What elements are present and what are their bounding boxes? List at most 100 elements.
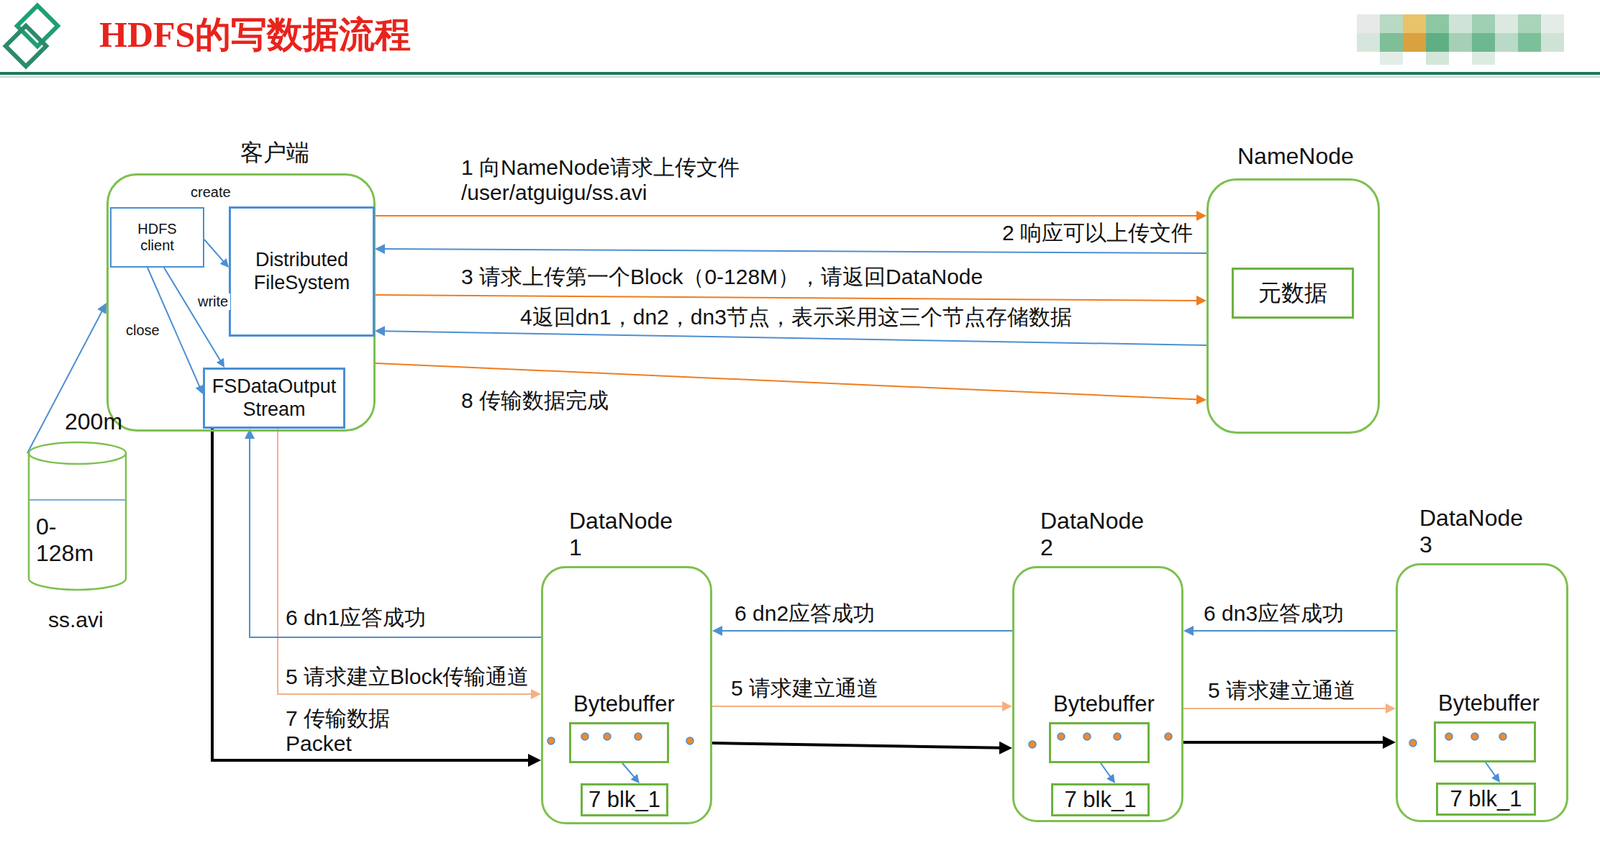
- logo-pixel: [1448, 33, 1472, 52]
- component-label: Distributed FileSystem: [235, 248, 369, 294]
- component-label: HDFS client: [128, 220, 187, 254]
- flow-connector: [1190, 630, 1396, 632]
- logo-pixel: [1471, 51, 1495, 65]
- node-heading: DataNode 2: [1040, 507, 1149, 562]
- packet-dot: [581, 733, 589, 741]
- flow-connector: [374, 294, 1200, 301]
- flow-connector: [1485, 762, 1497, 778]
- packet-dot: [1471, 733, 1479, 741]
- block-box: 7 blk_1: [1051, 783, 1150, 817]
- datanode-box: DataNode 2Bytebuffer7 blk_1: [1012, 566, 1184, 823]
- edge-label: 3 请求上传第一个Block（0-128M），请返回DataNode: [458, 264, 985, 290]
- cylinder-body: [28, 453, 126, 590]
- flow-connector: [212, 428, 532, 761]
- node-heading: DataNode 3: [1419, 505, 1528, 559]
- logo-pixel: [1379, 51, 1403, 65]
- block-box: 7 blk_1: [580, 783, 669, 817]
- header-rule: [0, 71, 1600, 75]
- logo-pixel: [1379, 14, 1403, 34]
- page-title: HDFS的写数据流程: [99, 14, 411, 57]
- flow-connector: [204, 239, 226, 264]
- logo-pixel: [1356, 14, 1380, 34]
- edge-label: 2 响应可以上传文件: [1000, 220, 1195, 247]
- packet-dot: [1164, 733, 1172, 741]
- packet-dot: [686, 737, 694, 745]
- buffer-box: Bytebuffer: [1048, 722, 1150, 764]
- packet-dot: [1083, 733, 1091, 741]
- datanode-box: DataNode 3Bytebuffer7 blk_1: [1395, 563, 1569, 823]
- stream-box: FSDataOutputStream: [202, 367, 346, 429]
- logo-pixel: [1471, 33, 1495, 52]
- flow-connector: [1183, 707, 1389, 710]
- block-range: 0-128m: [35, 513, 98, 567]
- edge-label: 6 dn3应答成功: [1201, 601, 1347, 627]
- packet-dot: [1499, 733, 1507, 741]
- namenode-box: NameNode元数据: [1206, 178, 1380, 434]
- packet-dot: [1445, 733, 1453, 741]
- block-label: 7 blk_1: [1064, 787, 1137, 813]
- flow-connector: [382, 248, 1207, 254]
- metadata-box: 元数据: [1231, 267, 1354, 319]
- flow-connector: [1183, 741, 1387, 744]
- logo-pixel: [1494, 33, 1518, 52]
- flow-connector: [712, 705, 1006, 708]
- packet-dot: [1409, 739, 1417, 747]
- logo-pixel: [1425, 14, 1449, 34]
- logo-pixel: [1379, 33, 1403, 52]
- logo-pixel: [1494, 14, 1518, 34]
- edge-label: 5 请求建立通道: [728, 676, 881, 702]
- buffer-box: Bytebuffer: [569, 722, 670, 764]
- buffer-heading: Bytebuffer: [1053, 691, 1155, 718]
- file-size: 200m: [64, 408, 123, 436]
- logo-pixel: [1425, 33, 1449, 52]
- flow-connector: [249, 435, 542, 638]
- flow-connector: [277, 428, 534, 695]
- block-label: 7 blk_1: [588, 787, 661, 813]
- logo-pixel: [1471, 14, 1495, 34]
- component-box: HDFS client: [110, 207, 205, 268]
- edge-label: 6 dn2应答成功: [732, 601, 877, 627]
- packet-dot: [1113, 733, 1121, 741]
- block-label: 7 blk_1: [1450, 786, 1523, 813]
- logo-pixel: [1541, 14, 1565, 34]
- component-box: Distributed FileSystem: [228, 206, 375, 337]
- edge-label: 6 dn1应答成功: [283, 605, 429, 631]
- packet-dot: [634, 733, 642, 741]
- logo-pixel: [1517, 33, 1542, 52]
- logo-pixel: [1402, 14, 1426, 34]
- file-cylinder: 200m0-128mss.avi: [27, 441, 128, 590]
- buffer-heading: Bytebuffer: [573, 691, 675, 718]
- flow-connector: [374, 215, 1200, 217]
- flow-connector: [164, 267, 222, 363]
- file-name: ss.avi: [48, 607, 104, 634]
- flow-connector: [622, 763, 636, 780]
- edge-label: close: [123, 322, 162, 339]
- flow-connector: [1100, 763, 1112, 779]
- client-container: 客户端HDFS clientDistributed FileSystemFSDa…: [106, 173, 376, 432]
- buffer-heading: Bytebuffer: [1438, 690, 1540, 717]
- edge-label: create: [188, 184, 234, 201]
- edge-label: write: [195, 293, 231, 311]
- datanode-box: DataNode 1Bytebuffer7 blk_1: [541, 566, 713, 825]
- logo-diamond: [5, 25, 47, 67]
- packet-dot: [1028, 741, 1036, 749]
- packet-dot: [547, 737, 555, 745]
- packet-dot: [1057, 733, 1065, 741]
- block-box: 7 blk_1: [1435, 782, 1536, 816]
- logo-pixel: [1448, 14, 1472, 34]
- blurred-logo: [1356, 14, 1565, 65]
- edge-label: 5 请求建立通道: [1205, 678, 1358, 704]
- edge-label: 7 传输数据 Packet: [283, 706, 432, 757]
- flow-connector: [719, 630, 1013, 632]
- header-rule: [0, 76, 1600, 78]
- component-label: FSDataOutputStream: [209, 375, 339, 421]
- file-split-line: [28, 499, 126, 501]
- packet-dot: [603, 733, 611, 741]
- logo-pixel: [1517, 14, 1542, 34]
- logo-pixel: [1425, 51, 1449, 65]
- metadata-label: 元数据: [1258, 279, 1328, 307]
- container-heading: 客户端: [240, 139, 310, 167]
